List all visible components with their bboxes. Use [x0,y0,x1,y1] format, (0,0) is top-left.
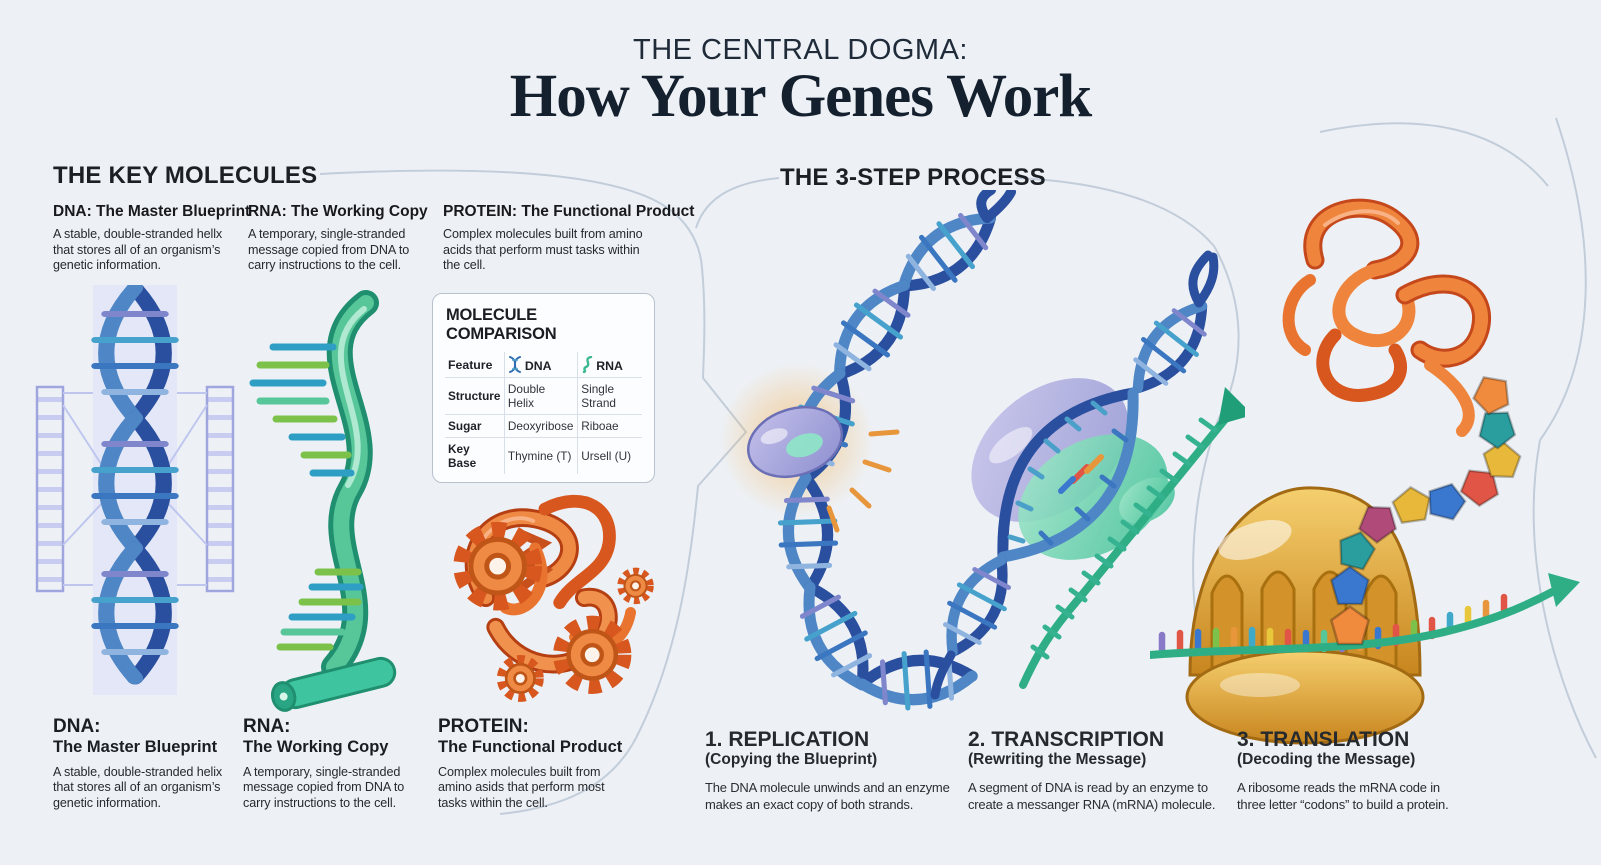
rna-intro-title: RNA: The Working Copy [248,203,428,220]
protein-bottom-card: PROTEIN: The Functional Product Complex … [438,716,628,812]
title-kicker: THE CENTRAL DOGMA: [632,34,968,66]
col-feature: Feature [448,357,493,372]
rna-strand-icon [583,356,593,373]
table-row: Sugar Deoxyribose Riboae [445,414,642,438]
protein-bottom-body: Complex molecules built from amino asids… [438,764,605,811]
dna-intro-title: DNA: The Master Blueprint [53,203,251,220]
step-translation-subtitle: (Decoding the Message) [1237,751,1416,769]
protein-bottom-title: The Functional Product [438,737,623,756]
comparison-table: Feature DNA RNA Structure Double Helix [445,352,642,474]
comparison-title: MOLECULE COMPARISON [446,306,557,343]
step-transcription: 2. TRANSCRIPTION (Rewriting the Message)… [968,728,1224,814]
folded-protein-illustration [1282,198,1491,437]
transcription-illustration [915,250,1245,700]
protein-bottom-label: PROTEIN: [438,716,529,737]
translation-illustration [1150,198,1580,745]
rna-illustration [249,290,397,712]
dna-bottom-body: A stable, double-stranded helix that sto… [53,764,223,811]
rna-bottom-title: The Working Copy [243,737,389,756]
step-translation-title: 3. TRANSLATION [1237,728,1410,751]
protein-intro-title: PROTEIN: The Functional Product [443,203,695,220]
step-translation-body: A ribosome reads the mRNA code in three … [1237,780,1449,812]
rna-bottom-body: A temporary, single-stranded message cop… [243,764,405,811]
dna-bottom-card: DNA: The Master Blueprint A stable, doub… [53,716,248,812]
step-transcription-title: 2. TRANSCRIPTION [968,728,1165,751]
rna-bottom-card: RNA: The Working Copy A temporary, singl… [243,716,433,812]
table-row: Structure Double Helix Single Strand [445,377,642,415]
dna-intro-body: A stable, double-stranded hellx that sto… [53,227,223,273]
step-transcription-subtitle: (Rewriting the Message) [968,751,1147,769]
replication-illustration [719,190,1016,728]
col-dna: DNA [503,352,578,378]
protein-intro-card: PROTEIN: The Functional Product Complex … [443,203,695,274]
dna-helix-icon [508,356,521,373]
protein-illustration [425,494,657,706]
table-row: Key Base Thymine (T) Ursell (U) [445,437,642,474]
rna-bottom-label: RNA: [243,716,291,737]
step-replication-body: The DNA molecule unwinds and an enzyme m… [705,780,950,812]
process-heading: THE 3-STEP PROCESS [780,164,1046,191]
protein-intro-body: Complex molecules built from amino acids… [443,227,643,273]
dna-illustration [35,285,235,695]
dna-bottom-label: DNA: [53,716,101,737]
dna-intro-card: DNA: The Master Blueprint A stable, doub… [53,203,251,274]
molecule-comparison-card: MOLECULE COMPARISON Feature DNA RNA [432,293,655,483]
step-replication-subtitle: (Copying the Blueprint) [705,751,878,769]
dna-bottom-title: The Master Blueprint [53,737,218,756]
step-transcription-body: A segment of DNA is read by an enzyme to… [968,780,1216,812]
page-title: How Your Genes Work [509,63,1092,130]
step-translation: 3. TRANSLATION (Decoding the Message) A … [1237,728,1493,814]
rna-intro-body: A temporary, single-stranded message cop… [248,227,410,273]
col-rna: RNA [577,352,642,378]
key-molecules-heading: THE KEY MOLECULES [53,162,318,189]
step-replication-title: 1. REPLICATION [705,728,870,751]
rna-intro-card: RNA: The Working Copy A temporary, singl… [248,203,430,274]
step-replication: 1. REPLICATION (Copying the Blueprint) T… [705,728,961,814]
